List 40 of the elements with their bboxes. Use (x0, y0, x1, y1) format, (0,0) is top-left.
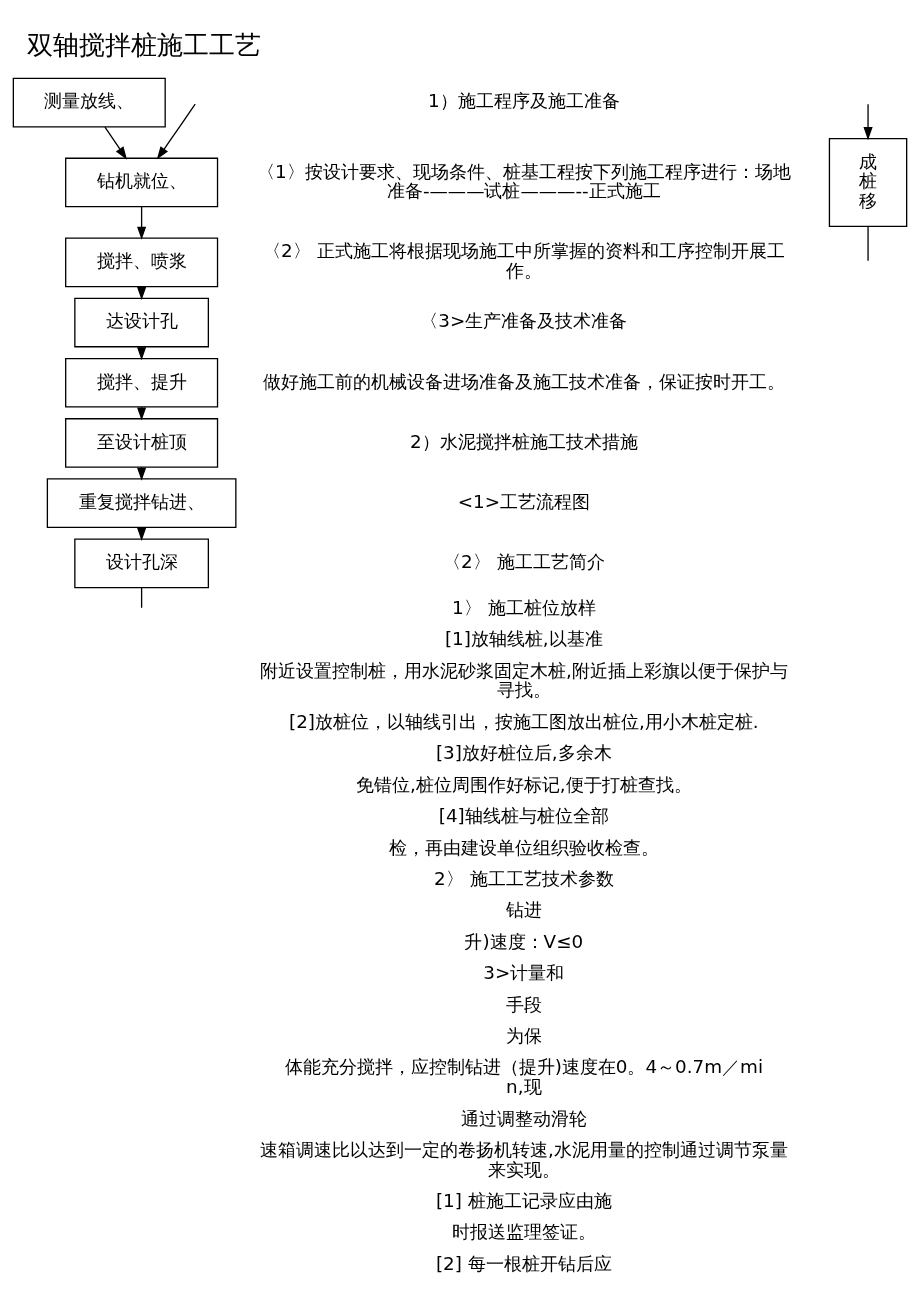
label: 1）施工程序及施工准备 (427, 89, 620, 111)
arrow (137, 205, 147, 240)
connector (867, 225, 869, 261)
label: 体能充分搅拌，应控制钻进（提升)速度在0。4～0.7m／min,现 (284, 1055, 763, 1097)
label: [3]放好桩位后,多余木 (435, 741, 612, 763)
label: [2] 每一根桩开钻后应 (435, 1252, 612, 1274)
arrow (137, 466, 147, 481)
label: 手段 (505, 993, 542, 1015)
label: [1] 桩施工记录应由施 (435, 1189, 612, 1211)
label: 2〉 施工工艺技术参数 (434, 867, 614, 889)
node-box: 设计孔深 (74, 538, 209, 588)
label: 2）水泥搅拌桩施工技术措施 (409, 430, 638, 452)
label: 为保 (505, 1024, 542, 1046)
arrow (863, 103, 873, 140)
label: 钻进 (505, 898, 542, 920)
label: 〈2〉 施工工艺简介 (443, 550, 605, 572)
connector (140, 586, 143, 608)
label: 升)速度：V≤0 (464, 930, 584, 952)
node-box: 钻机就位、 (65, 157, 219, 207)
arrow (104, 125, 128, 160)
arrow (156, 102, 196, 160)
label: 通过调整动滑轮 (460, 1107, 587, 1128)
label: 时报送监理签证。 (451, 1220, 596, 1242)
label: [4]轴线桩与桩位全部 (438, 804, 609, 826)
label: 〈3>生产准备及技术准备 (420, 309, 628, 331)
node-box: 成桩移 (828, 137, 908, 227)
label: 〈2〉 正式施工将根据现场施工中所掌握的资料和工序控制开展工作。 (263, 239, 785, 281)
label: 免错位,桩位周围作好标记,便于打桩查找。 (355, 773, 692, 795)
label: 附近设置控制桩，用水泥砂浆固定木桩,附近插上彩旗以便于保护与寻找。 (259, 659, 788, 700)
label: [2]放桩位，以轴线引出，按施工图放出桩位,用小木桩定桩. (289, 710, 759, 732)
label: 3>计量和 (483, 961, 565, 983)
label: 检，再由建设单位组织验收检查。 (388, 836, 659, 858)
label: 〈1〉按设计要求、现场条件、桩基工程按下列施工程序进行：场地准备-———试桩———--正式施工 (256, 160, 791, 201)
label: 做好施工前的机械设备进场准备及施工技术准备，保证按时开工。 (262, 370, 785, 392)
label: 速箱调速比以达到一定的卷扬机转速,水泥用量的控制通过调节泵量来实现。 (259, 1138, 788, 1180)
label: 1〉 施工桩位放样 (452, 596, 596, 618)
label: <1>工艺流程图 (457, 490, 590, 512)
node-box: 测量放线、 (12, 77, 166, 127)
diagram-title: 双轴搅拌桩施工工艺 (26, 29, 261, 60)
label: [1]放轴线桩,以基准 (444, 627, 603, 649)
